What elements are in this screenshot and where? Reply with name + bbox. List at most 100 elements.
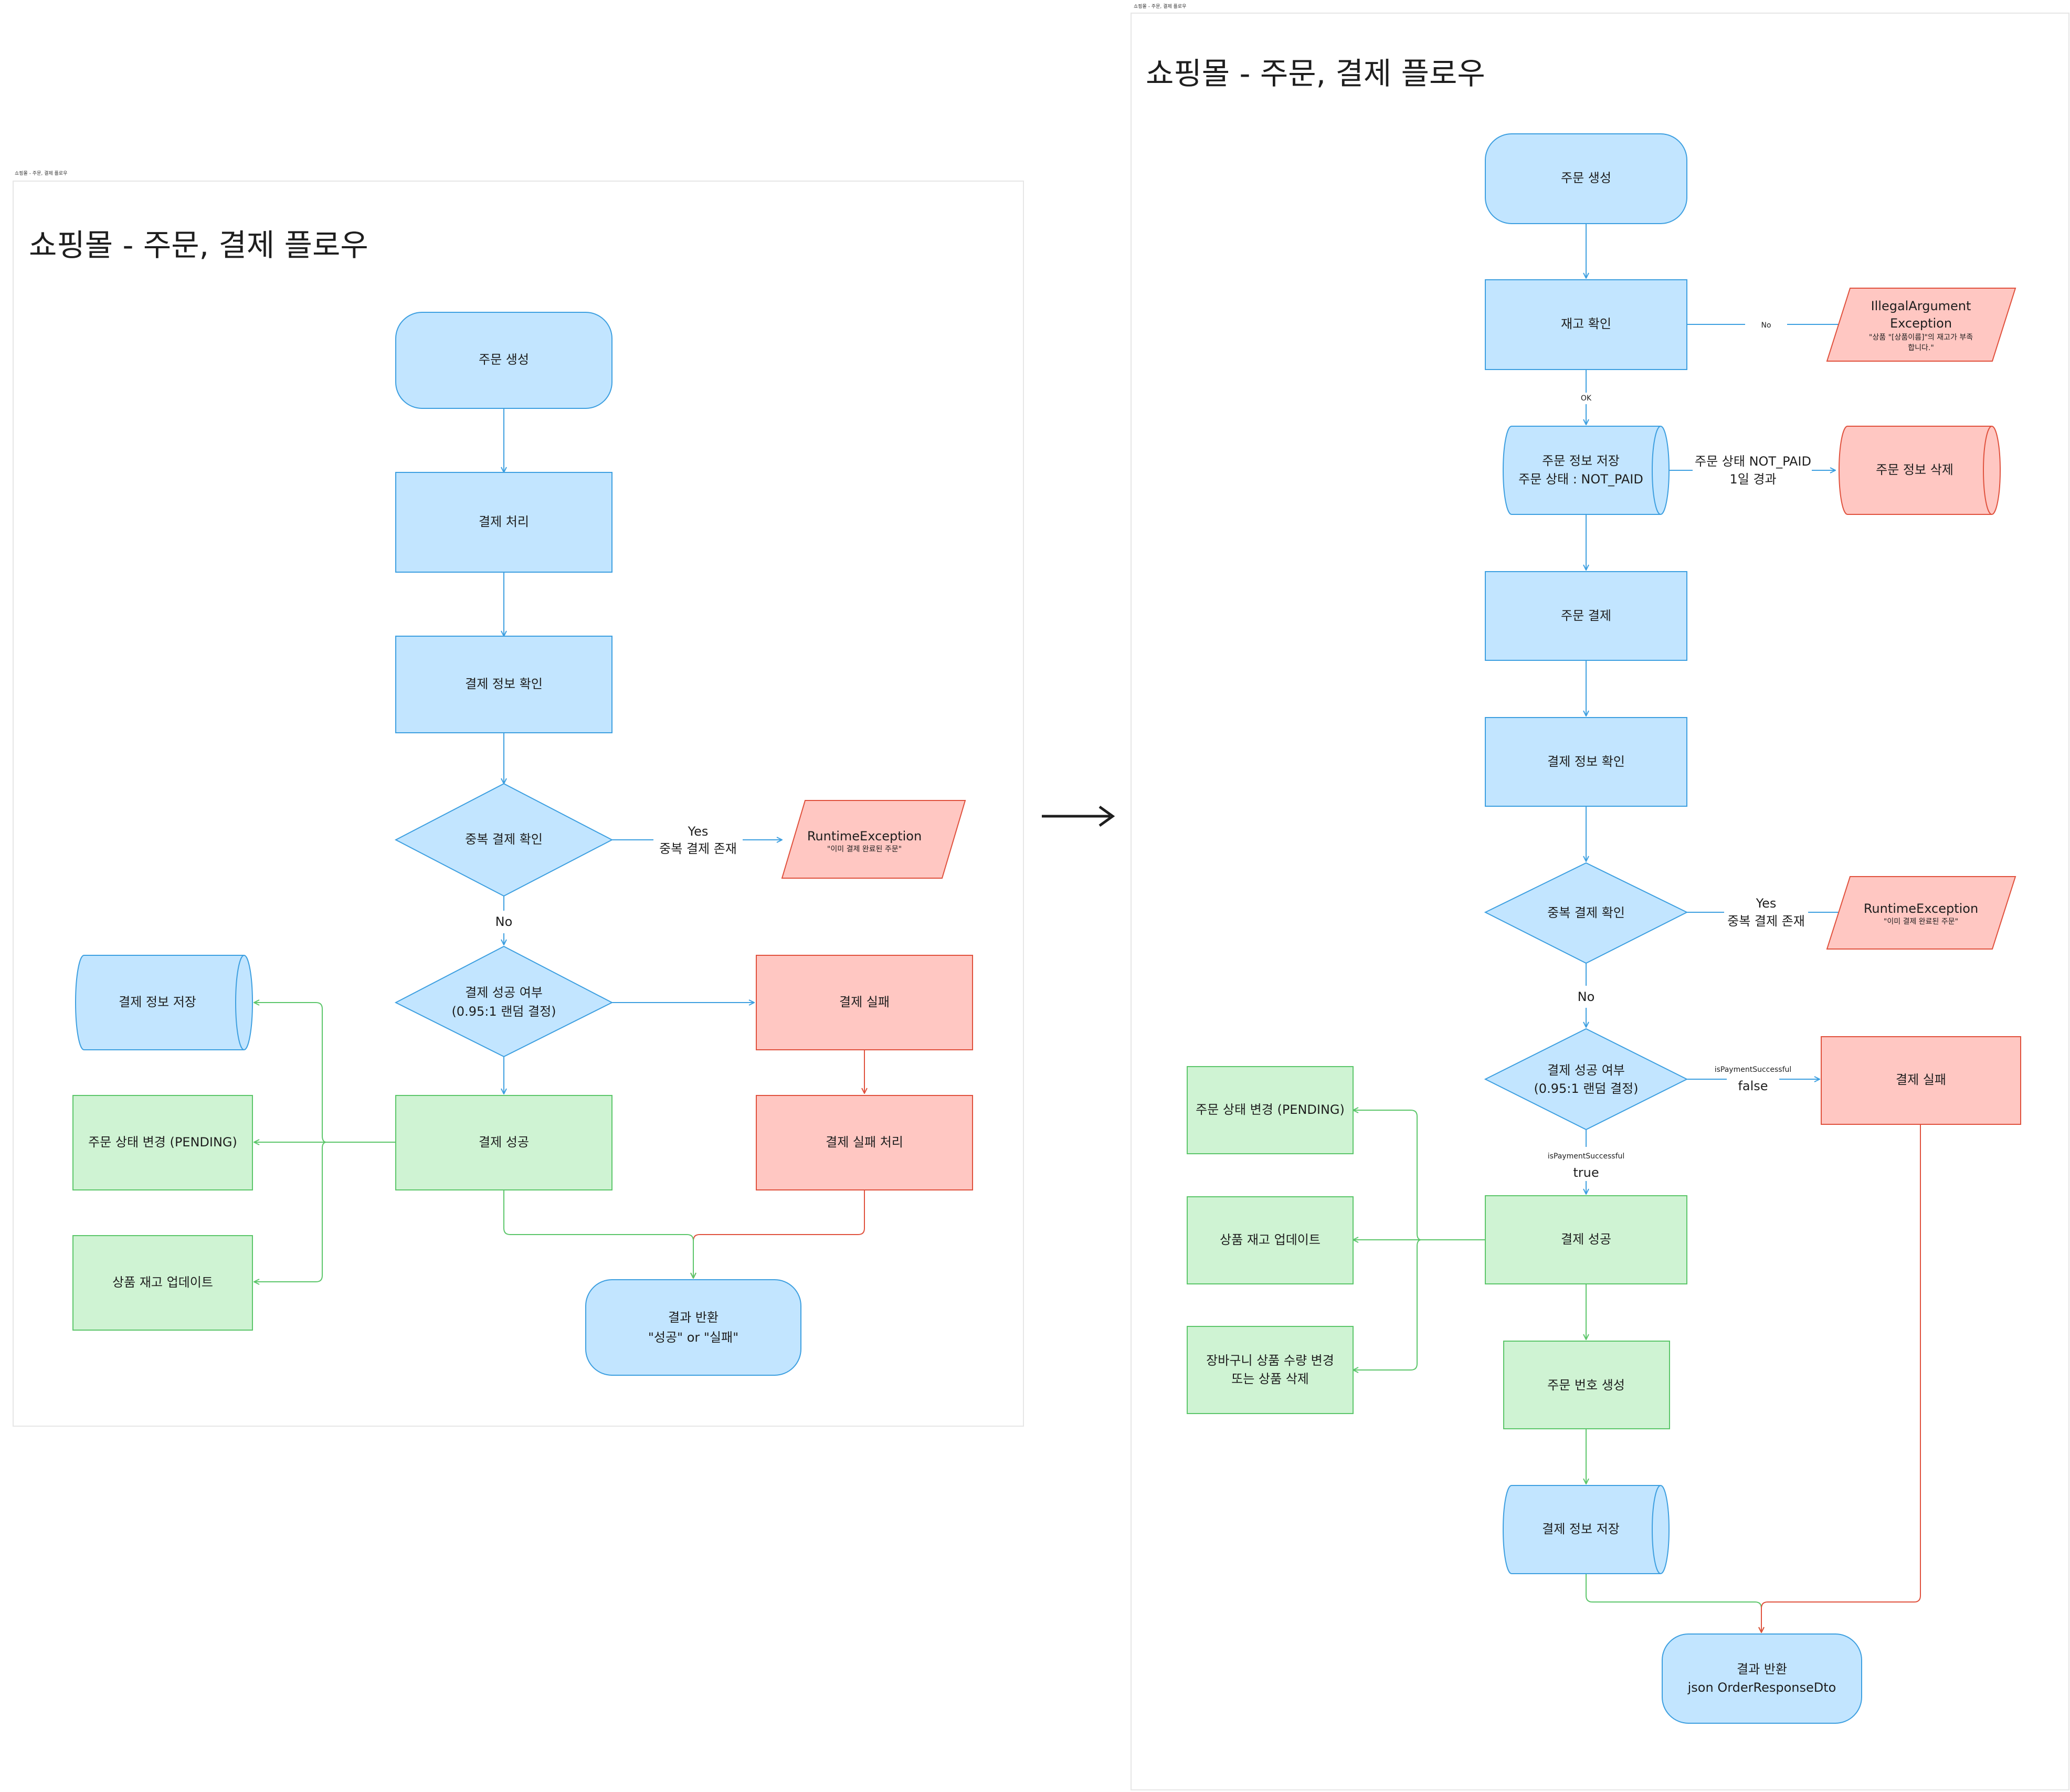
node-payment-fail-process[interactable] bbox=[756, 1095, 973, 1190]
node-result[interactable] bbox=[585, 1279, 801, 1376]
edge-no-label: No bbox=[495, 914, 513, 929]
node-r-order-payment[interactable] bbox=[1485, 571, 1687, 661]
node-payment-success[interactable] bbox=[395, 1095, 612, 1190]
node-r-payment-success-check-line1: 결제 성공 여부 bbox=[1547, 1063, 1625, 1078]
node-r-duplicate-check-label: 중복 결제 확인 bbox=[1547, 905, 1625, 920]
node-payment-success-check[interactable] bbox=[394, 945, 614, 1058]
node-r-cart-line1: 장바구니 상품 수량 변경 bbox=[1206, 1353, 1334, 1368]
node-runtime-exception[interactable] bbox=[781, 800, 966, 879]
node-r-delete-order-rim bbox=[1983, 426, 1992, 515]
node-r-cart-update[interactable] bbox=[1187, 1326, 1354, 1414]
edge-r-is-payment-successful-2: isPaymentSuccessful bbox=[1548, 1152, 1625, 1161]
transition-arrow-head bbox=[1099, 805, 1115, 827]
node-r-illegal-title-line1: IllegalArgument bbox=[1871, 299, 1971, 313]
node-r-save-order-line1: 주문 정보 저장 bbox=[1542, 454, 1620, 468]
node-payment-process[interactable] bbox=[395, 472, 612, 573]
node-r-payment-success-check[interactable] bbox=[1484, 1028, 1688, 1131]
edge-yes-label: Yes bbox=[688, 824, 709, 839]
node-r-save-order-line2: 주문 상태 : NOT_PAID bbox=[1518, 472, 1643, 487]
edge-duplicate-exists-label: 중복 결제 존재 bbox=[659, 841, 737, 856]
right-frame-label: 쇼핑몰 - 주문, 결제 플로우 bbox=[1134, 4, 1186, 9]
node-result-line1: 결과 반환 bbox=[668, 1310, 719, 1325]
node-payment-success-check-line1: 결제 성공 여부 bbox=[465, 985, 543, 1000]
node-result-line2: "성공" or "실패" bbox=[648, 1330, 738, 1345]
node-payment-process-label: 결제 처리 bbox=[479, 514, 529, 529]
node-r-stock-update-label: 상품 재고 업데이트 bbox=[1220, 1232, 1321, 1247]
left-frame: 쇼핑몰 - 주문, 결제 플로우 쇼핑몰 - 주문, 결제 플로우 주문 생성 bbox=[13, 171, 1024, 1427]
node-r-payment-fail-label: 결제 실패 bbox=[1896, 1072, 1946, 1087]
node-r-order-number-label: 주문 번호 생성 bbox=[1547, 1378, 1625, 1393]
node-r-save-payment-info[interactable] bbox=[1503, 1485, 1670, 1574]
left-page-title: 쇼핑몰 - 주문, 결제 플로우 bbox=[29, 227, 368, 263]
node-r-duplicate-check[interactable] bbox=[1484, 862, 1688, 964]
node-r-result-line1: 결과 반환 bbox=[1737, 1662, 1787, 1677]
node-r-payment-success[interactable] bbox=[1485, 1195, 1687, 1284]
node-r-result-line2: json OrderResponseDto bbox=[1687, 1680, 1836, 1695]
node-r-delete-order-label: 주문 정보 삭제 bbox=[1876, 462, 1953, 477]
node-payment-fail-label: 결제 실패 bbox=[839, 995, 890, 1009]
edge-fail-process-to-result bbox=[693, 1190, 865, 1278]
edge-r-yes-label: Yes bbox=[1756, 896, 1777, 911]
node-duplicate-check-label: 중복 결제 확인 bbox=[465, 832, 543, 847]
edge-r-duplicate-exists-label: 중복 결제 존재 bbox=[1727, 914, 1805, 929]
edge-r-success-to-pending bbox=[1353, 1110, 1422, 1240]
right-frame: 쇼핑몰 - 주문, 결제 플로우 쇼핑몰 - 주문, 결제 플로우 bbox=[1131, 4, 2069, 1790]
node-r-cart-line2: 또는 상품 삭제 bbox=[1231, 1372, 1309, 1386]
node-r-illegal-exception[interactable] bbox=[1826, 288, 2016, 362]
node-save-payment-info[interactable] bbox=[75, 955, 253, 1050]
node-r-stock-update[interactable] bbox=[1187, 1196, 1354, 1284]
node-runtime-exception-title: RuntimeException bbox=[807, 829, 922, 844]
node-runtime-exception-msg: "이미 결제 완료된 주문" bbox=[827, 845, 902, 853]
node-r-illegal-msg-line1: "상품 "[상품이름]"의 재고가 부족 bbox=[1869, 333, 1973, 342]
node-r-save-order-shape bbox=[1503, 426, 1670, 515]
node-r-payment-info-check-label: 결제 정보 확인 bbox=[1547, 754, 1625, 769]
node-payment-info-check-label: 결제 정보 확인 bbox=[465, 677, 543, 691]
node-order-status-pending-label: 주문 상태 변경 (PENDING) bbox=[88, 1135, 237, 1150]
node-r-stock-check-label: 재고 확인 bbox=[1561, 317, 1611, 331]
node-r-order-status-pending[interactable] bbox=[1187, 1066, 1354, 1154]
node-r-save-payment-info-rim bbox=[1652, 1485, 1661, 1574]
node-r-save-order[interactable] bbox=[1503, 426, 1670, 515]
node-stock-update[interactable] bbox=[72, 1235, 253, 1331]
left-edges bbox=[254, 408, 864, 1282]
edge-r-success-to-cart bbox=[1353, 1239, 1422, 1370]
node-payment-fail-process-label: 결제 실패 처리 bbox=[826, 1135, 903, 1150]
node-r-order-status-pending-label: 주문 상태 변경 (PENDING) bbox=[1196, 1102, 1345, 1117]
node-payment-success-check-line2: (0.95:1 랜덤 결정) bbox=[451, 1004, 556, 1019]
node-r-create-order[interactable] bbox=[1485, 133, 1687, 224]
node-create-order-label: 주문 생성 bbox=[479, 352, 529, 367]
edge-success-to-save bbox=[254, 1003, 327, 1143]
node-create-order[interactable] bbox=[395, 312, 612, 409]
node-r-save-order-rim bbox=[1652, 426, 1661, 515]
node-r-illegal-msg-line2: 합니다." bbox=[1908, 344, 1934, 352]
node-r-runtime-exception-msg: "이미 결제 완료된 주문" bbox=[1884, 918, 1958, 926]
node-order-status-pending[interactable] bbox=[72, 1095, 253, 1190]
edge-r-ok-label: OK bbox=[1581, 394, 1592, 403]
node-r-illegal-title-line2: Exception bbox=[1890, 316, 1952, 331]
node-r-payment-fail[interactable] bbox=[1821, 1036, 2021, 1125]
node-payment-fail[interactable] bbox=[756, 955, 973, 1050]
node-duplicate-check[interactable] bbox=[394, 783, 614, 897]
edge-success-to-stock bbox=[254, 1142, 327, 1282]
left-frame-label: 쇼핑몰 - 주문, 결제 플로우 bbox=[15, 171, 67, 176]
edge-r-not-paid-line2: 1일 경과 bbox=[1729, 472, 1776, 487]
node-r-save-payment-info-label: 결제 정보 저장 bbox=[1542, 1522, 1620, 1536]
node-stock-update-label: 상품 재고 업데이트 bbox=[112, 1275, 213, 1290]
node-r-order-number[interactable] bbox=[1503, 1341, 1670, 1429]
node-r-payment-success-check-line2: (0.95:1 랜덤 결정) bbox=[1534, 1081, 1638, 1096]
edge-r-save-to-result bbox=[1586, 1574, 1761, 1632]
edge-r-fail-to-result bbox=[1761, 1124, 1921, 1632]
transition-arrow bbox=[1042, 805, 1115, 827]
node-r-payment-info-check[interactable] bbox=[1485, 717, 1687, 807]
node-payment-info-check[interactable] bbox=[395, 636, 612, 733]
node-r-stock-check[interactable] bbox=[1485, 279, 1687, 370]
right-page-title: 쇼핑몰 - 주문, 결제 플로우 bbox=[1146, 56, 1485, 91]
edge-success-to-result bbox=[503, 1190, 693, 1278]
right-edges bbox=[1353, 224, 1921, 1632]
edge-r-no-small-label: No bbox=[1761, 321, 1771, 330]
node-r-result[interactable] bbox=[1662, 1633, 1862, 1724]
node-r-runtime-exception[interactable] bbox=[1826, 876, 2016, 950]
node-save-payment-info-rim bbox=[235, 955, 245, 1050]
node-r-delete-order[interactable] bbox=[1839, 426, 2001, 515]
